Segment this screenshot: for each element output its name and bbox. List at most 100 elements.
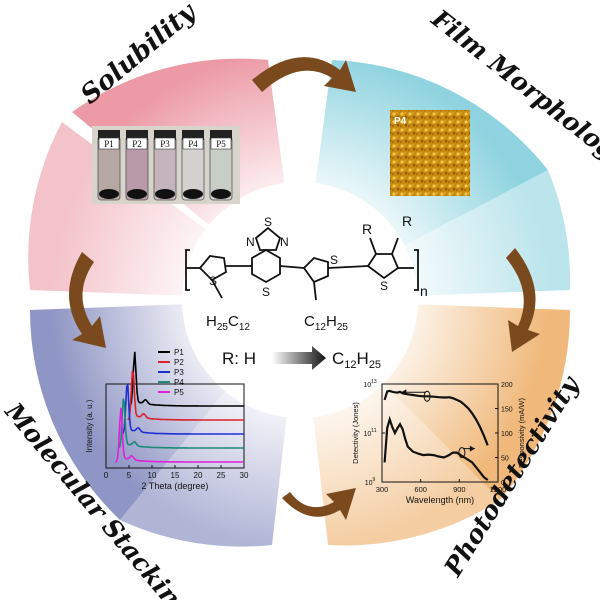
- xrd-legend-label: P3: [174, 368, 184, 377]
- r-substitution-arrow: [272, 346, 326, 370]
- vial-p1: P1: [97, 130, 121, 201]
- vial-precipitate: [127, 189, 147, 199]
- detectivity-marker: [423, 390, 431, 402]
- photo-right-tick-label: 0: [501, 480, 505, 487]
- xrd-tick-label: 10: [148, 471, 157, 480]
- thiophene-ring-1: [198, 255, 227, 282]
- s-atom-1: S: [209, 274, 217, 288]
- s-atom-top: S: [264, 215, 272, 229]
- xrd-series-p5: [114, 407, 244, 463]
- polymer-structure: [185, 226, 419, 301]
- xrd-legend-label: P4: [174, 378, 184, 387]
- thiophene-ring-3: [366, 253, 400, 280]
- photo-left-label: Detectivity (Jones): [351, 402, 360, 464]
- afm-label: P4: [394, 116, 407, 127]
- xrd-legend-label: P2: [174, 358, 184, 367]
- r-group-left: R: [362, 221, 372, 237]
- r-group-right: R: [402, 213, 412, 229]
- vial-group: P1 P2 P3 P4 P5: [97, 130, 233, 201]
- vial-label: P2: [132, 139, 142, 149]
- vial-label-tag: [182, 137, 204, 150]
- vial-p2: P2: [125, 130, 149, 201]
- vial-p5: P5: [209, 130, 233, 201]
- photo-x-tick-label: 1200: [490, 485, 507, 494]
- responsivity-curve: [383, 415, 489, 481]
- thiophene-ring-2: [302, 256, 329, 284]
- detectivity-arrowhead: [401, 389, 407, 396]
- cycle-arrows: [69, 57, 540, 520]
- atom-labels: S S N N S S S R R n: [209, 213, 428, 299]
- vial-label: P1: [104, 139, 114, 149]
- n-atom-right: N: [280, 235, 289, 249]
- left-bracket: [185, 249, 190, 291]
- xrd-series-p3: [121, 382, 244, 435]
- xrd-series-p1: [128, 351, 244, 407]
- left-side-chain: H25C12: [206, 313, 250, 333]
- xrd-chart: 0 5 10 15 20 25 30 2 Theta (degree) Intensity (a…: [85, 348, 249, 491]
- photo-x-tick-label: 600: [414, 485, 427, 494]
- s-atom-center: S: [262, 285, 270, 299]
- photo-right-tick-label: 150: [501, 407, 513, 414]
- s-atom-2: S: [330, 253, 338, 267]
- photo-right-tick-label: 50: [501, 456, 509, 463]
- vials-photo: P1 P2 P3 P4 P5: [92, 126, 240, 204]
- xrd-series-p2: [127, 370, 244, 421]
- xrd-tick-label: 15: [171, 471, 180, 480]
- repeat-n: n: [420, 283, 428, 299]
- detectivity-curve: [383, 389, 489, 446]
- photo-left-tick-label: 1011: [364, 428, 377, 438]
- vial-label-tag: [154, 137, 176, 150]
- photo-right-tick-label: 200: [501, 382, 513, 389]
- arrow-bottom: [282, 488, 356, 520]
- xrd-tick-label: 25: [217, 471, 226, 480]
- xrd-tick-label: 30: [240, 471, 249, 480]
- photo-left-tick-label: 109: [365, 477, 376, 487]
- thiadiazole-ring: [254, 226, 282, 251]
- right-bracket: [414, 249, 419, 291]
- middle-side-chain: C12H25: [304, 313, 348, 333]
- xrd-series-p4: [118, 398, 244, 449]
- vial-p3: P3: [153, 130, 177, 201]
- vial-cap: [210, 130, 232, 140]
- vial-label: P5: [216, 139, 226, 149]
- xrd-legend-label: P1: [174, 348, 184, 357]
- arrow-left: [69, 252, 106, 348]
- vial-p4: P4: [181, 130, 205, 201]
- xrd-tick-label: 20: [194, 471, 203, 480]
- xrd-tick-label: 5: [127, 471, 132, 480]
- vial-label-tag: [126, 137, 148, 150]
- photo-right-label: Responsivity (mA/W): [517, 397, 526, 468]
- n-atom-left: N: [246, 235, 255, 249]
- xrd-y-label: Intensity (a. u.): [85, 399, 94, 452]
- center-circle: [182, 182, 418, 418]
- vial-cap: [182, 130, 204, 140]
- vial-label: P3: [160, 139, 170, 149]
- vial-label-tag: [210, 137, 232, 150]
- xrd-tick-label: 0: [104, 471, 109, 480]
- arrow-right: [506, 248, 540, 352]
- vial-label: P4: [188, 139, 198, 149]
- vial-cap: [126, 130, 148, 140]
- xrd-x-label: 2 Theta (degree): [142, 481, 209, 491]
- responsivity-arrowhead: [469, 445, 475, 452]
- arrow-top: [252, 57, 356, 92]
- responsivity-marker: [458, 447, 466, 459]
- vial-precipitate: [211, 189, 231, 199]
- vial-precipitate: [183, 189, 203, 199]
- afm-image: P4: [390, 110, 470, 196]
- s-atom-3: S: [380, 279, 388, 293]
- photo-x-tick-label: 900: [453, 485, 466, 494]
- r-product: C12H25: [332, 349, 381, 371]
- vial-label-tag: [98, 137, 120, 150]
- xrd-legend-label: P5: [174, 388, 184, 397]
- r-label: R: H: [222, 349, 256, 368]
- photo-x-label: Wavelength (nm): [406, 495, 474, 505]
- afm-surface: [390, 110, 470, 196]
- photo-x-tick-label: 300: [376, 485, 389, 494]
- photo-right-tick-label: 100: [501, 431, 513, 438]
- photo-left-tick-label: 1013: [363, 379, 377, 389]
- vial-cap: [154, 130, 176, 140]
